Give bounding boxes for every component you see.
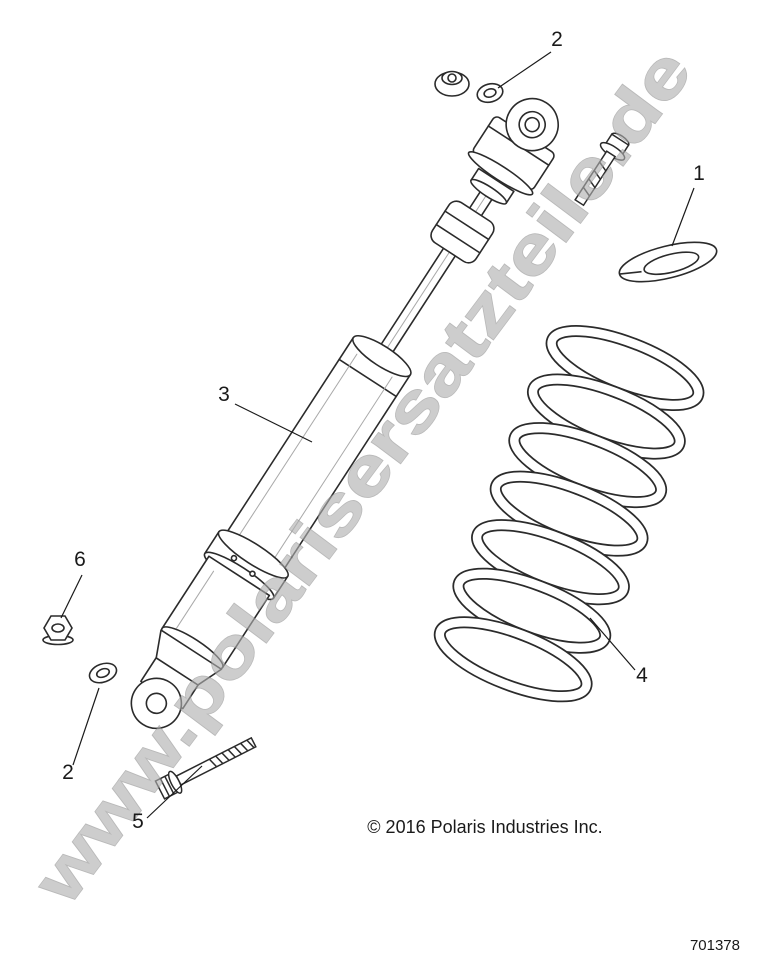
top-mount (467, 97, 559, 196)
leader-5 (146, 765, 203, 819)
top-bolt-drawing (434, 70, 470, 97)
watermark-text: www.polarisersatzteile.de (18, 35, 706, 918)
coil-spring-drawing (433, 324, 705, 703)
shock-body (222, 334, 412, 576)
spring-retainer-drawing (618, 241, 718, 283)
copyright-text: © 2016 Polaris Industries Inc. (367, 817, 602, 837)
callout-3: 3 (218, 383, 230, 406)
leader-3 (234, 403, 313, 443)
bottom-clevis (130, 657, 199, 730)
part-number: 701378 (690, 937, 740, 954)
lower-body (155, 555, 271, 688)
upper-mount-bolt-drawing (574, 132, 630, 207)
shaft-spacer (469, 167, 515, 205)
top-washer-drawing (476, 82, 504, 104)
lower-washer-drawing (88, 662, 118, 684)
callout-6: 6 (74, 548, 86, 571)
leader-6 (60, 574, 83, 619)
leader-1 (671, 187, 695, 247)
callout-labels: 2 1 3 6 2 4 5 (62, 28, 705, 833)
shock-absorber-drawing (130, 97, 559, 730)
leader-4 (589, 617, 636, 671)
callout-1: 1 (693, 162, 705, 185)
callout-2-top: 2 (551, 28, 563, 51)
callout-2-bottom: 2 (62, 761, 74, 784)
leader-lines (60, 51, 695, 819)
callout-5: 5 (132, 810, 144, 833)
callout-4: 4 (636, 664, 648, 687)
leader-2-top (497, 51, 552, 89)
flange-nut-drawing (42, 615, 74, 646)
bump-stop (430, 200, 495, 264)
leader-2-bottom (72, 687, 100, 766)
